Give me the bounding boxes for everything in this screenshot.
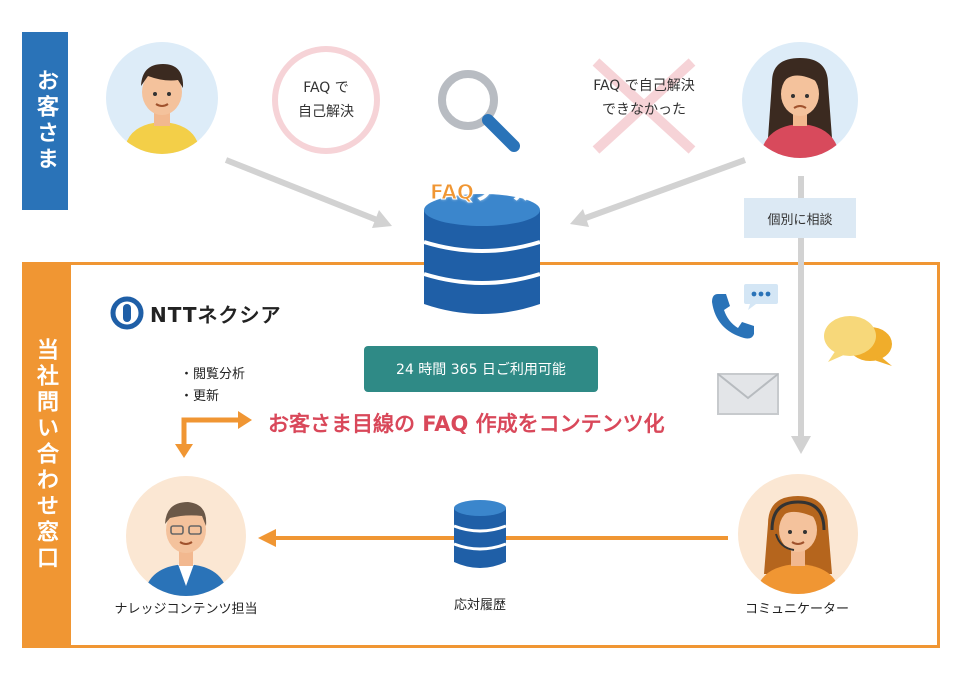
- company-logo-text: NTTネクシア: [150, 302, 282, 327]
- customer-male-avatar: [106, 42, 218, 154]
- customer-female-avatar: [742, 42, 858, 158]
- knowledge-staff-avatar: [126, 476, 246, 596]
- faq-tool-label: FAQツール: [430, 180, 535, 205]
- communicator-avatar: [738, 474, 858, 594]
- individual-consult-tag: 個別に相談: [744, 198, 856, 238]
- analysis-list: ・閲覧分析 ・更新: [180, 364, 245, 408]
- faq-not-solved-text: FAQ で自己解決 できなかった: [593, 78, 695, 118]
- headline: お客さま目線の FAQ 作成をコンテンツ化: [268, 412, 665, 436]
- faq-not-solved-mark: [588, 56, 700, 156]
- analysis-item-update: ・更新: [180, 389, 220, 404]
- faq-self-solved-text: FAQ で 自己解決: [298, 80, 354, 120]
- faq-self-solved-bubble: FAQ で 自己解決: [272, 46, 380, 154]
- faq-database-icon: [423, 194, 541, 314]
- phone-icon: [712, 294, 754, 339]
- company-logo: NTTネクシア: [110, 296, 310, 330]
- chat-bubbles-icon: [824, 316, 892, 366]
- search-icon: [438, 70, 520, 152]
- history-database-icon: [453, 500, 507, 568]
- mail-icon: [717, 373, 779, 415]
- communicator-caption: コミュニケーター: [744, 602, 849, 617]
- response-history-caption: 応対履歴: [453, 598, 506, 613]
- ntt-logo-icon: [110, 296, 144, 330]
- cross-icon: [592, 58, 696, 154]
- availability-badge: 24 時間 365 日ご利用可能: [364, 346, 598, 392]
- knowledge-staff-caption: ナレッジコンテンツ担当: [114, 602, 258, 617]
- chat-dots-icon: [744, 284, 778, 310]
- analysis-item-browse: ・閲覧分析: [180, 367, 246, 382]
- contact-center-section-label: 当社問い合わせ窓口: [22, 262, 68, 648]
- customers-section-label: お客さま: [22, 32, 68, 210]
